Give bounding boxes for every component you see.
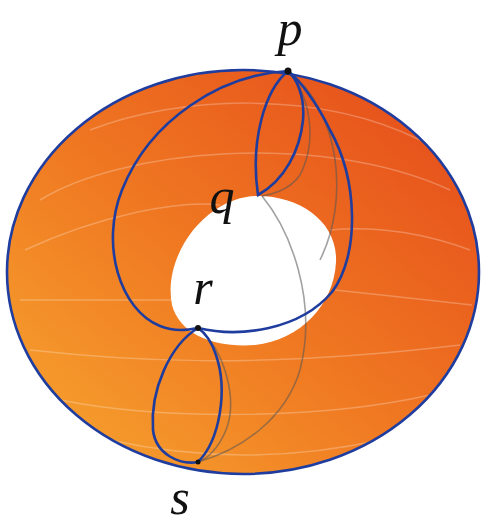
loop-curves <box>7 70 479 474</box>
point-label: p <box>278 3 303 53</box>
point-label: r <box>193 262 212 312</box>
point-label: q <box>210 171 235 221</box>
point-label: s <box>170 472 189 522</box>
torus-surface <box>7 70 479 474</box>
back-curves <box>198 71 337 462</box>
